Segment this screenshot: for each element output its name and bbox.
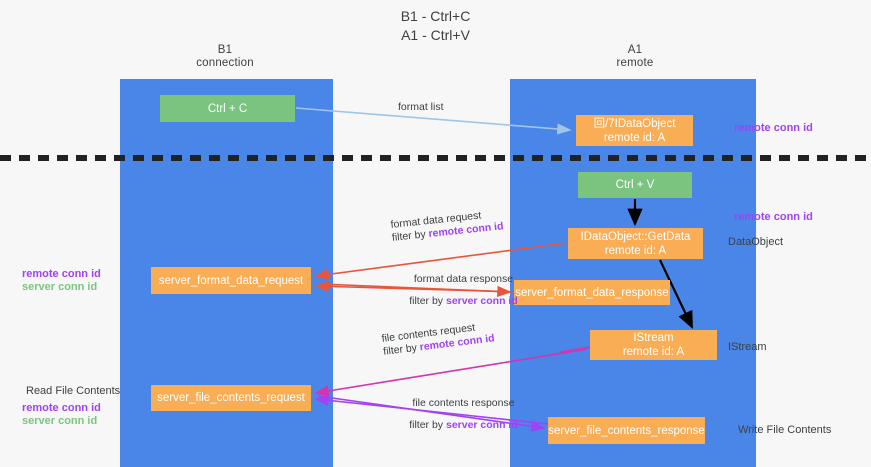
edge-label-file-contents-response: file contents response filter by server … — [376, 397, 551, 432]
annotation-left-remote-conn-id-mid: remote conn id — [22, 268, 101, 280]
filter-key-server-conn-id: server conn id — [445, 419, 518, 431]
edge-label-file-contents-response-filter: filter by server conn id — [376, 419, 551, 432]
filter-prefix: filter by — [409, 419, 446, 431]
node-getdata-label: IDataObject::GetData — [580, 230, 691, 243]
node-server-format-data-request-label: server_format_data_request — [158, 274, 304, 287]
node-server-format-data-request[interactable]: server_format_data_request — [151, 267, 311, 294]
node-server-file-contents-response[interactable]: server_file_contents_response — [548, 417, 705, 444]
edge-label-format-list: format list — [398, 101, 444, 114]
node-idataobject-label: 回/7IDataObject — [593, 117, 676, 130]
annotation-left-remote-conn-id-bottom: remote conn id — [22, 402, 101, 414]
node-ctrl-c[interactable]: Ctrl + C — [160, 95, 295, 122]
lane-header-a1-subtitle: remote — [616, 57, 654, 69]
node-istream-sub: remote id: A — [622, 346, 685, 358]
node-ctrl-v-label: Ctrl + V — [615, 179, 655, 191]
edge-label-format-data-request: format data request filter by remote con… — [390, 207, 504, 245]
lane-header-a1-title: A1 — [627, 44, 643, 56]
node-idataobject-sub: remote id: A — [603, 131, 666, 144]
annotation-istream: IStream — [728, 341, 767, 353]
page-title-line-1: B1 - Ctrl+C — [400, 8, 471, 24]
node-server-file-contents-response-label: server_file_contents_response — [548, 424, 705, 437]
node-istream-label: IStream — [633, 332, 674, 344]
node-istream[interactable]: IStream remote id: A — [590, 330, 717, 360]
lane-header-b1-title: B1 — [217, 44, 233, 56]
annotation-left-server-conn-id-bottom: server conn id — [22, 415, 98, 427]
edge-label-format-data-response-text: format data response — [413, 273, 514, 285]
annotation-write-file-contents: Write File Contents — [738, 424, 832, 436]
annotation-read-file-contents: Read File Contents — [26, 385, 121, 397]
annotation-left-server-conn-id-mid: server conn id — [22, 281, 98, 293]
node-ctrl-c-label: Ctrl + C — [207, 102, 248, 115]
node-idataobject-getdata[interactable]: IDataObject::GetData remote id: A — [568, 228, 703, 259]
annotation-dataobject: DataObject — [728, 236, 784, 248]
annotation-left-conn-ids-mid: remote conn id server conn id — [22, 268, 101, 294]
page-title: B1 - Ctrl+C A1 - Ctrl+V — [0, 7, 871, 45]
filter-key-server-conn-id: server conn id — [445, 295, 518, 307]
filter-prefix: filter by — [409, 295, 446, 307]
node-server-file-contents-request[interactable]: server_file_contents_request — [151, 385, 311, 411]
annotation-remote-conn-id-mid: remote conn id — [734, 211, 813, 223]
phase-divider — [0, 155, 871, 161]
filter-prefix: filter by — [391, 228, 430, 244]
node-getdata-sub: remote id: A — [604, 244, 667, 257]
edge-label-format-data-response-filter: filter by server conn id — [376, 295, 551, 308]
edge-label-format-data-response: format data response filter by server co… — [376, 273, 551, 308]
edge-label-file-contents-response-text: file contents response — [412, 397, 515, 409]
edge-label-format-list-text: format list — [398, 101, 444, 113]
lane-header-b1: B1 connection — [150, 44, 300, 70]
node-idataobject[interactable]: 回/7IDataObject remote id: A — [576, 115, 693, 146]
lane-header-a1: A1 remote — [560, 44, 710, 70]
page-title-line-2: A1 - Ctrl+V — [401, 27, 470, 43]
node-server-file-contents-request-label: server_file_contents_request — [157, 392, 305, 404]
node-server-format-data-response-label: server_format_data_response — [515, 286, 669, 299]
edge-label-file-contents-request: file contents request filter by remote c… — [381, 319, 495, 358]
lane-header-b1-subtitle: connection — [196, 57, 254, 69]
node-server-format-data-response[interactable]: server_format_data_response — [514, 280, 670, 305]
annotation-remote-conn-id-top: remote conn id — [734, 122, 813, 134]
annotation-left-conn-ids-bottom: remote conn id server conn id — [22, 402, 101, 428]
node-ctrl-v[interactable]: Ctrl + V — [578, 172, 692, 198]
